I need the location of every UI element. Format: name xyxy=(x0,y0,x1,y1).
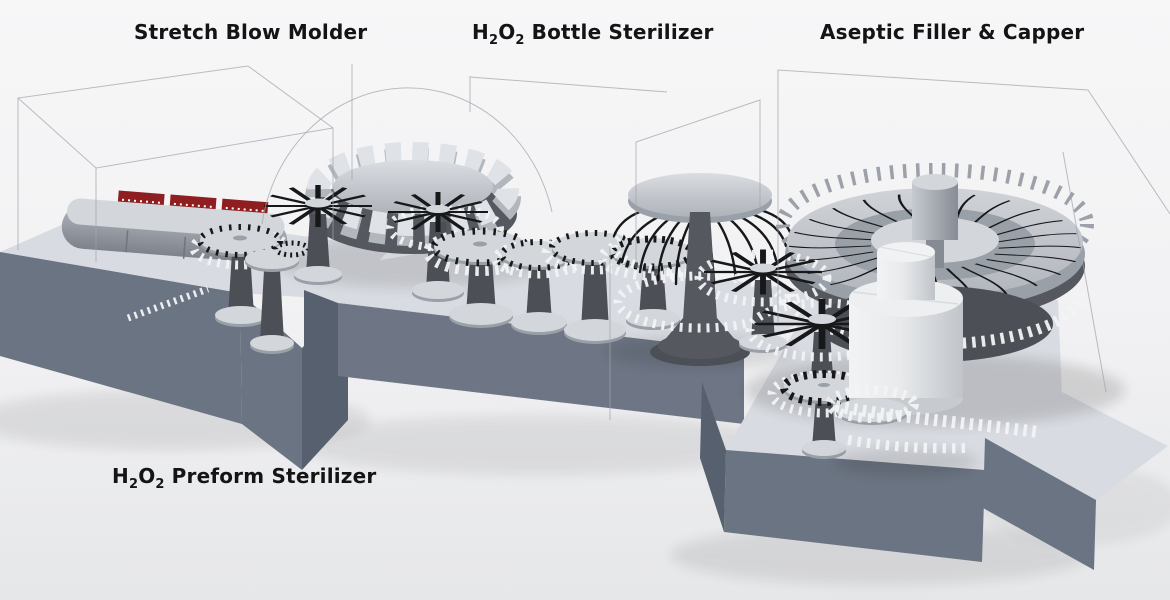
label-text: Aseptic Filler & Capper xyxy=(820,20,1085,44)
label-aseptic-filler-capper: Aseptic Filler & Capper xyxy=(820,20,1084,44)
label-text: Stretch Blow Molder xyxy=(134,20,368,44)
label-text: Preform Sterilizer xyxy=(171,464,377,488)
label-stretch-blow-molder: Stretch Blow Molder xyxy=(134,20,367,44)
exit-conveyor xyxy=(825,385,1039,454)
label-text: Bottle Sterilizer xyxy=(531,20,714,44)
preform-infeed-line xyxy=(126,285,210,322)
bottle-transfer-turntables xyxy=(423,227,707,344)
blow-molder-star-wheels xyxy=(264,185,504,302)
enclosure-wireframes xyxy=(17,64,1170,420)
preform-transfer-wheels xyxy=(189,224,311,354)
